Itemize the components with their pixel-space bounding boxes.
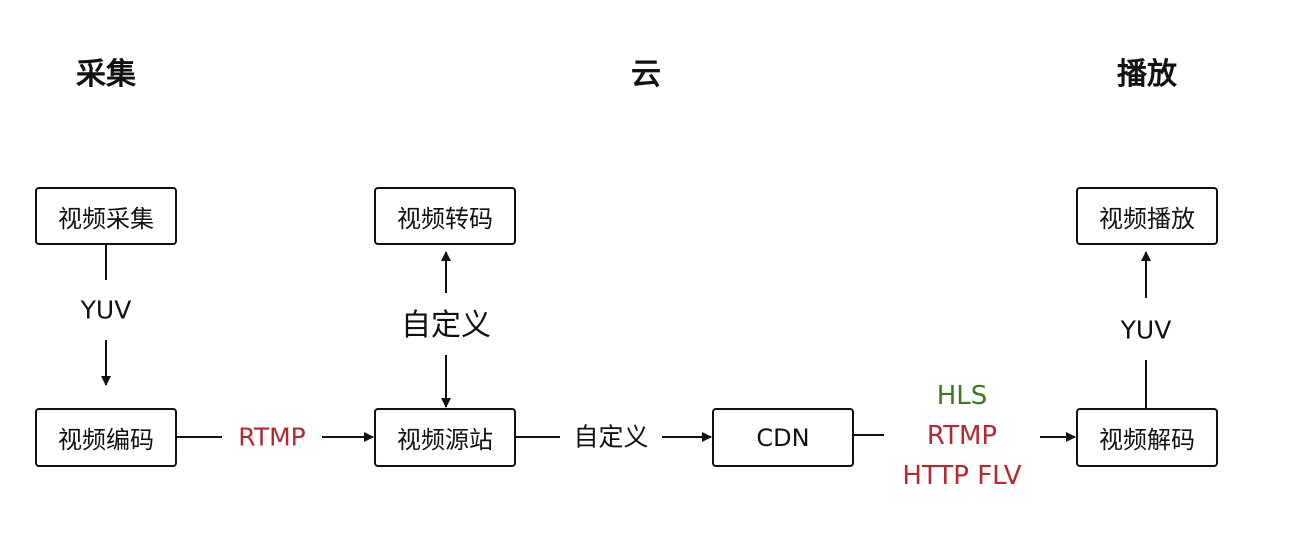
node-video-decode: 视频解码 [1076, 408, 1218, 467]
node-video-capture: 视频采集 [35, 187, 177, 245]
edge-label-decode-yuv: YUV [1118, 315, 1174, 345]
protocol-rtmp: RTMP [926, 421, 998, 451]
edge-label-cdn-protocols: HLS RTMP HTTP FLV [902, 376, 1021, 496]
node-video-encode: 视频编码 [35, 408, 177, 467]
section-title-capture: 采集 [76, 57, 136, 92]
edge-label-transcode-custom: 自定义 [399, 308, 493, 343]
node-video-origin: 视频源站 [374, 408, 516, 467]
edge-label-capture-yuv: YUV [78, 295, 134, 325]
section-title-playback: 播放 [1117, 57, 1177, 92]
node-video-transcode: 视频转码 [374, 187, 516, 245]
section-title-cloud: 云 [631, 57, 661, 92]
node-cdn: CDN [712, 408, 854, 467]
edge-label-encode-rtmp: RTMP [236, 422, 308, 452]
protocol-http-flv: HTTP FLV [902, 461, 1022, 491]
protocol-hls: HLS [936, 381, 988, 411]
edge-label-origin-custom: 自定义 [571, 422, 651, 452]
node-video-play: 视频播放 [1076, 187, 1218, 245]
